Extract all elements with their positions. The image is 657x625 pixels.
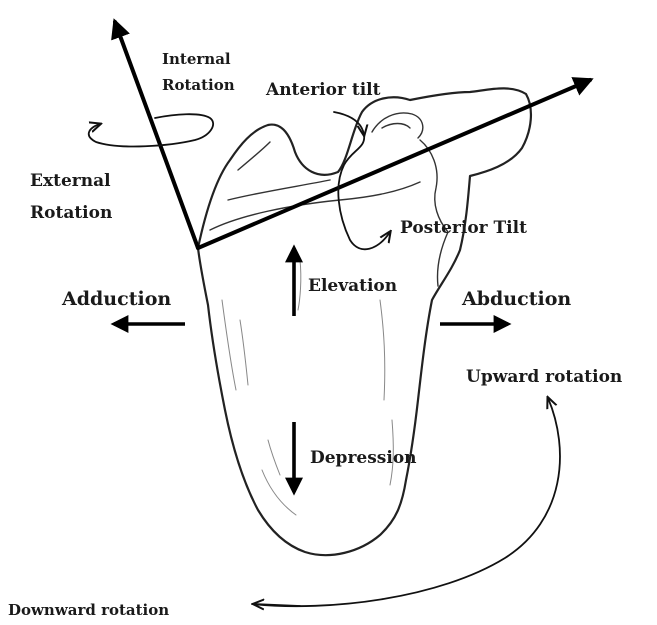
scapula-bone <box>198 88 531 555</box>
label-upward-rotation: Upward rotation <box>466 367 622 387</box>
label-posterior-tilt: Posterior Tilt <box>400 218 527 238</box>
label-elevation: Elevation <box>308 276 397 296</box>
label-adduction: Adduction <box>61 288 171 310</box>
label-downward-rotation: Downward rotation <box>8 601 169 619</box>
label-internal-rotation-1: Internal <box>162 50 231 68</box>
label-external-rotation-1: External <box>30 171 111 191</box>
label-internal-rotation-2: Rotation <box>162 76 235 94</box>
label-external-rotation-2: Rotation <box>30 203 112 223</box>
label-abduction: Abduction <box>461 288 571 310</box>
label-anterior-tilt: Anterior tilt <box>265 80 381 100</box>
label-depression: Depression <box>310 448 417 468</box>
